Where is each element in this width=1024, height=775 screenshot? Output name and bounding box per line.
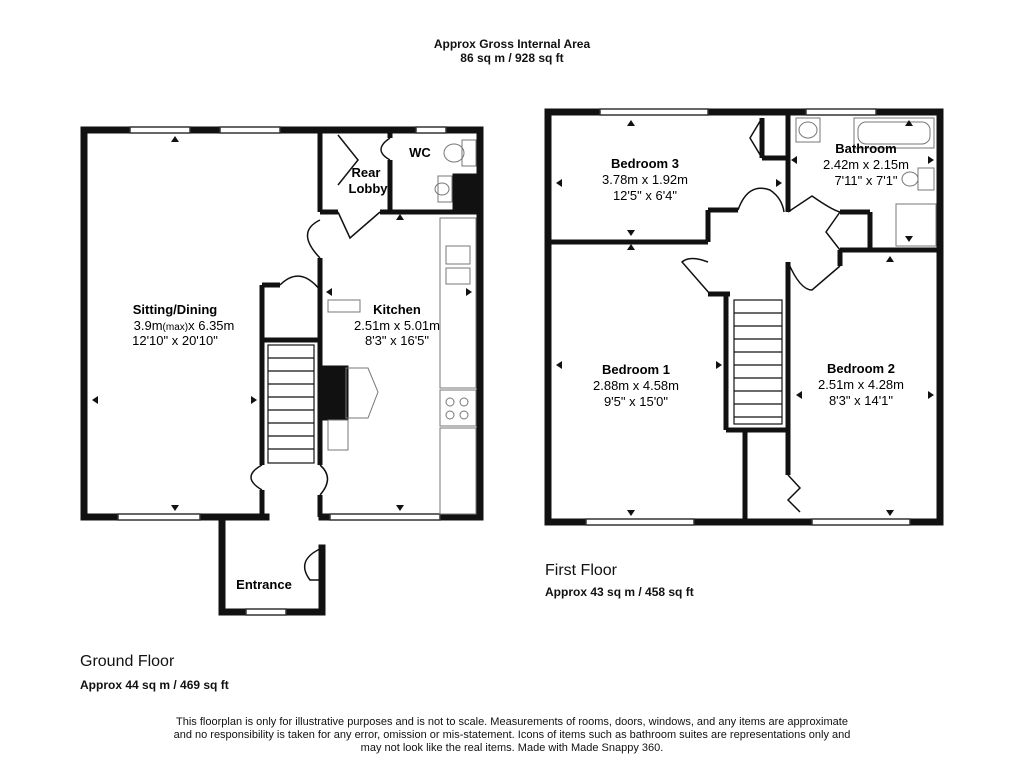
kitchen-dim-imperial: 8'3" x 16'5" [365,333,429,348]
ground-floor-doors [250,134,391,581]
sitting-dining-dim-metric: 3.9m(max)x 6.35m [134,318,235,333]
sitting-dining-dim-b: x 6.35m [188,318,234,333]
disclaimer-line2: and no responsibility is taken for any e… [173,729,851,741]
bedroom1-name: Bedroom 1 [602,362,670,377]
ground-floor-windows [117,126,447,616]
sitting-dining-name: Sitting/Dining [133,302,218,317]
disclaimer: This floorplan is only for illustrative … [140,716,884,755]
bedroom3-dim-imperial: 12'5" x 6'4" [613,188,677,203]
kitchen-fittings [327,217,477,515]
bedroom1-dim-imperial: 9'5" x 15'0" [604,394,668,409]
kitchen-dim-metric: 2.51m x 5.01m [354,318,440,333]
bathroom-dim-imperial: 7'11" x 7'1" [834,173,897,188]
sitting-dining-dim-max: (max) [163,322,189,333]
ground-floor-walls [80,126,484,616]
first-floor-inner-walls [548,112,940,522]
bedroom2-dim-imperial: 8'3" x 14'1" [829,393,893,408]
bathroom-fixtures [795,117,937,247]
first-floor-windows [585,108,911,526]
header-total-area: 86 sq m / 928 sq ft [460,51,564,65]
first-floor-markers [556,120,934,516]
ground-floor-area: Approx 44 sq m / 469 sq ft [80,678,229,692]
ground-floor-stairs [267,344,315,464]
first-floor-plan [544,108,944,526]
bedroom3-name: Bedroom 3 [611,156,679,171]
bedroom2-name: Bedroom 2 [827,361,895,376]
kitchen-name: Kitchen [373,302,421,317]
disclaimer-line3: may not look like the real items. Made w… [360,742,664,754]
first-floor-area: Approx 43 sq m / 458 sq ft [545,585,694,599]
sitting-dining-dim-a: 3.9m [134,318,163,333]
entrance-name: Entrance [236,577,292,592]
header-title: Approx Gross Internal Area [433,37,591,51]
ground-floor-inner-walls [259,130,480,517]
rear-lobby-name-line2: Lobby [349,181,389,196]
bathroom-name: Bathroom [835,141,896,156]
first-floor-title: First Floor [545,562,617,579]
bathroom-dim-metric: 2.42m x 2.15m [823,157,909,172]
bedroom3-dim-metric: 3.78m x 1.92m [602,172,688,187]
bedroom1-dim-metric: 2.88m x 4.58m [593,378,679,393]
sitting-dining-dim-imperial: 12'10" x 20'10" [132,333,218,348]
rear-lobby-name-line1: Rear [352,165,381,180]
ground-floor-markers [92,136,472,511]
ground-floor-title: Ground Floor [80,653,175,670]
first-floor-stairs [733,299,783,425]
wc-name: WC [409,145,431,160]
ground-floor-plan [80,126,484,616]
first-floor-doors [680,117,841,513]
disclaimer-line1: This floorplan is only for illustrative … [176,716,848,728]
bedroom2-dim-metric: 2.51m x 4.28m [818,377,904,392]
wc-fixtures [434,139,477,203]
